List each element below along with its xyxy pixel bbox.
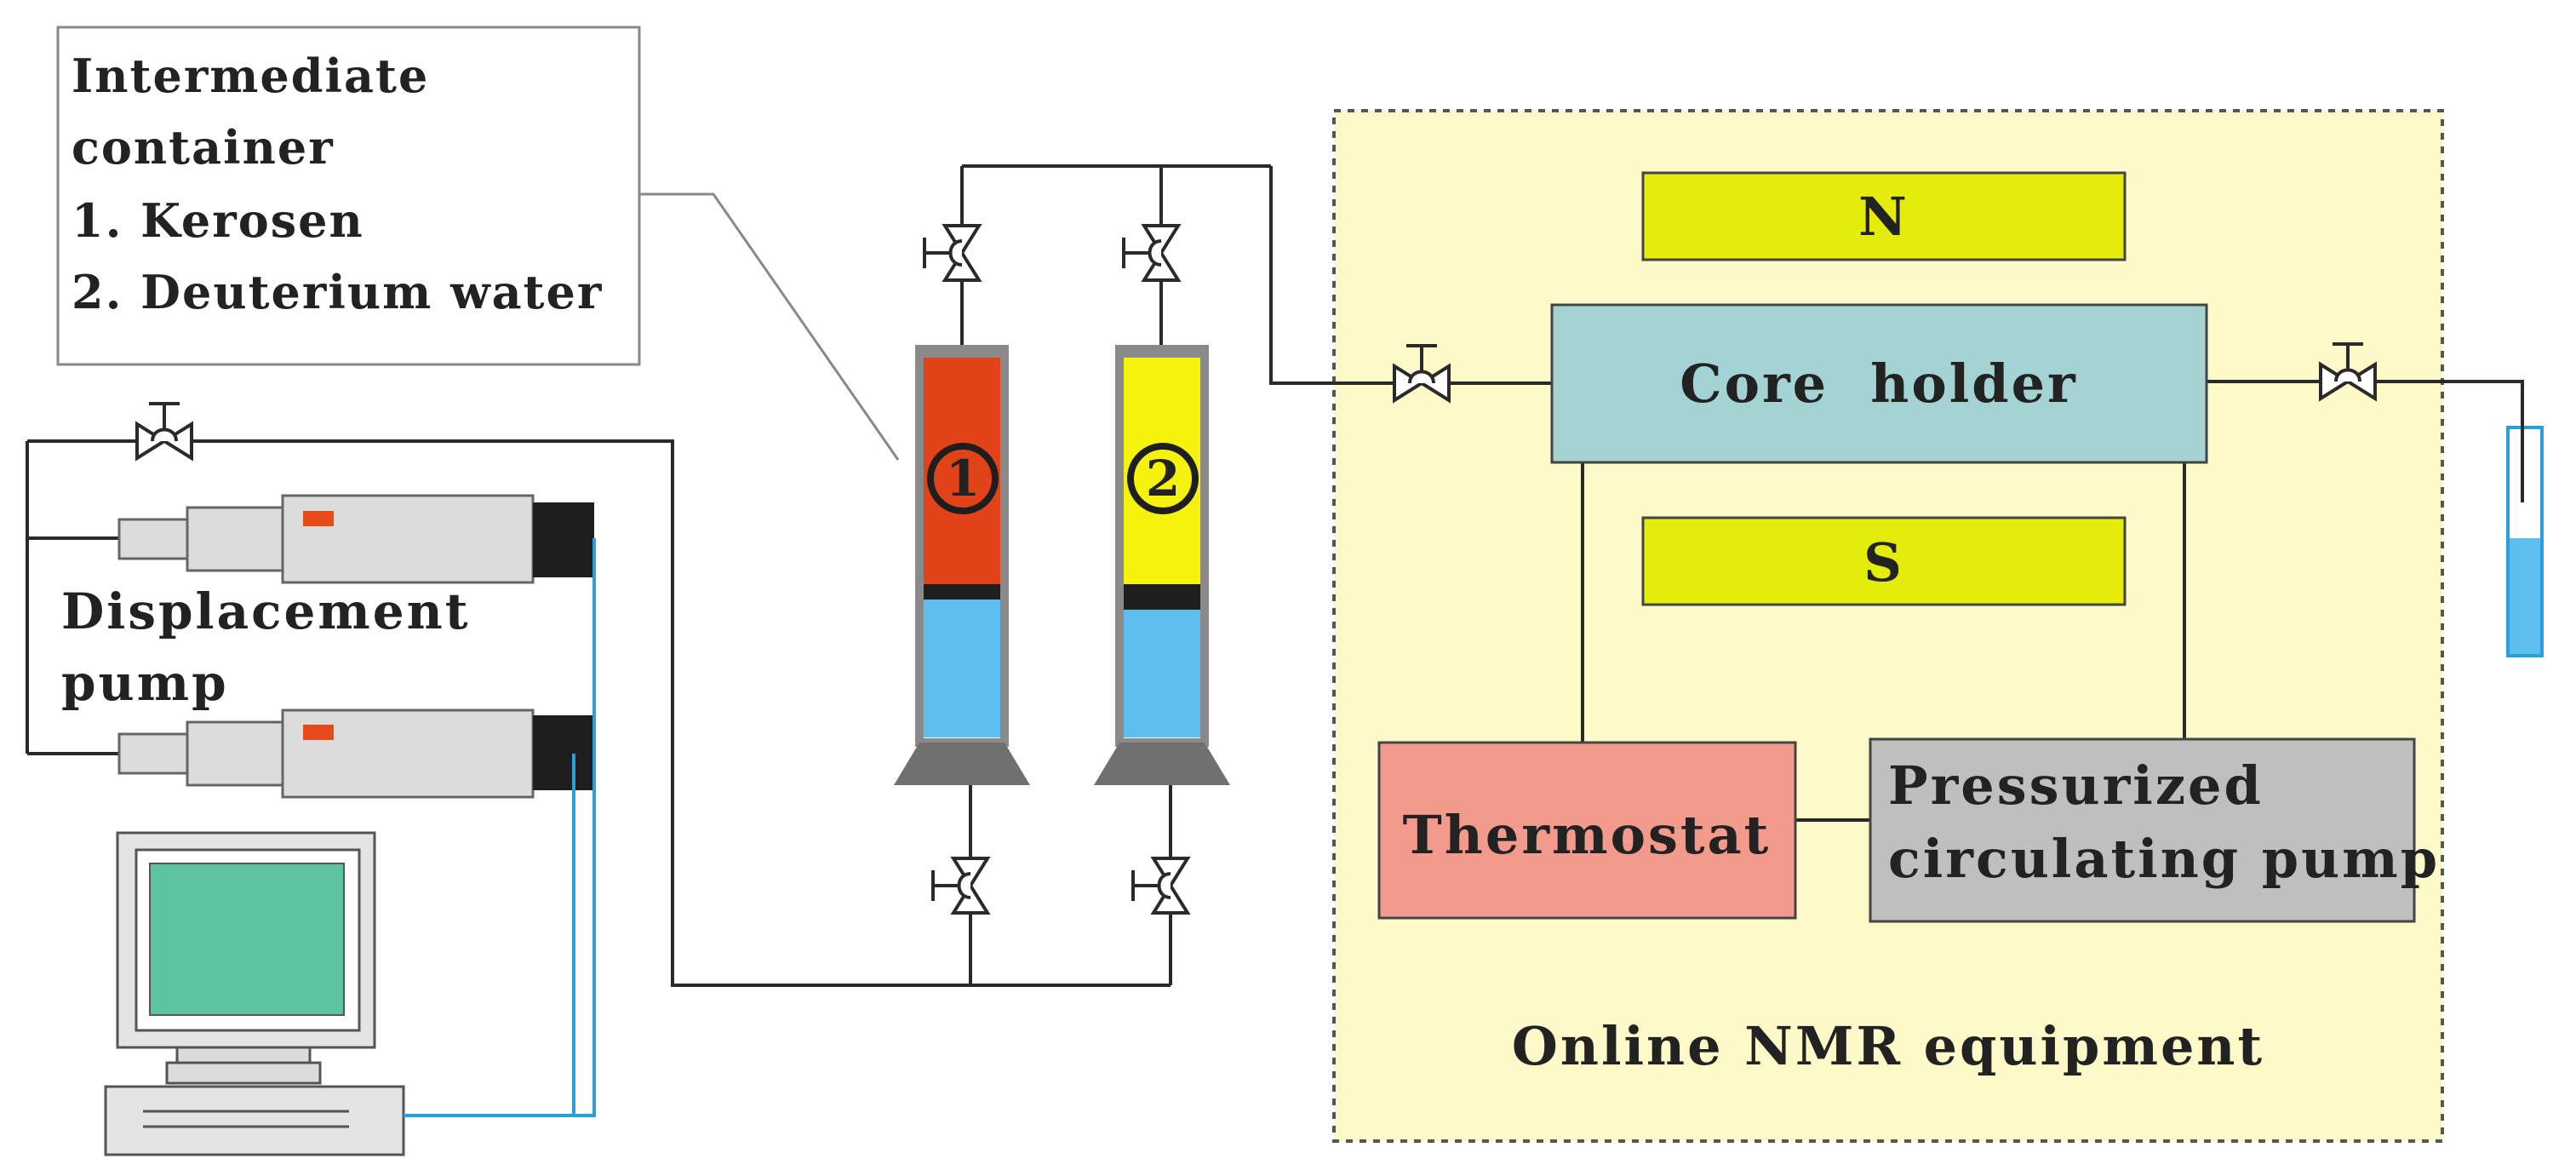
displacement-pump-label-line1: Displacement: [61, 582, 471, 640]
circ-pump-label-line1: Pressurized: [1888, 754, 2264, 817]
magnet-n-label: N: [1858, 186, 1909, 248]
container-legend-callout: Intermediate container 1. Kerosen 2. Deu…: [56, 26, 900, 461]
container2-outlet-valve-icon[interactable]: [1131, 857, 1189, 915]
callout-line-3: 1. Kerosen: [72, 193, 364, 248]
pump-outlet-valve-icon[interactable]: [135, 402, 193, 460]
displacement-pump-label-line2: pump: [61, 654, 229, 712]
pump-lower-indicator-icon: [303, 725, 334, 740]
callout-line-2: container: [72, 120, 335, 175]
callout-line-4: 2. Deuterium water: [72, 265, 603, 319]
core-holder-label: Core holder: [1680, 353, 2077, 415]
computer-icon: [104, 831, 405, 1156]
nmr-equipment-panel: [1332, 109, 2444, 1143]
core-holder: Core holder: [1550, 303, 2208, 464]
displacement-pump-lower: [117, 708, 594, 799]
nmr-equipment-label: Online NMR equipment: [1512, 1015, 2264, 1077]
magnet-s-label: S: [1863, 531, 1904, 594]
thermostat-label: Thermostat: [1403, 804, 1772, 866]
intermediate-container-1: 1: [894, 345, 1030, 785]
magnet-s: S: [1641, 516, 2127, 606]
callout-line-1: Intermediate: [72, 49, 429, 103]
collection-tube-icon: [2506, 381, 2544, 657]
container2-inlet-valve-icon[interactable]: [1122, 224, 1180, 282]
pump-upper-indicator-icon: [303, 511, 334, 526]
container1-inlet-valve-icon[interactable]: [923, 224, 981, 282]
circ-pump-label-line2: circulating pump: [1888, 828, 2440, 890]
container-2-number: 2: [1146, 450, 1180, 508]
container-1-number: 1: [946, 450, 980, 508]
intermediate-container-2: 2: [1094, 345, 1230, 785]
magnet-n: N: [1641, 171, 2127, 261]
displacement-pump-upper: [117, 494, 594, 584]
pressurized-circulating-pump: Pressurized circulating pump: [1869, 737, 2440, 923]
signal-wires: [404, 538, 596, 1117]
thermostat: Thermostat: [1377, 741, 1797, 920]
container1-outlet-valve-icon[interactable]: [931, 857, 989, 915]
pipe-network: [26, 164, 2524, 987]
